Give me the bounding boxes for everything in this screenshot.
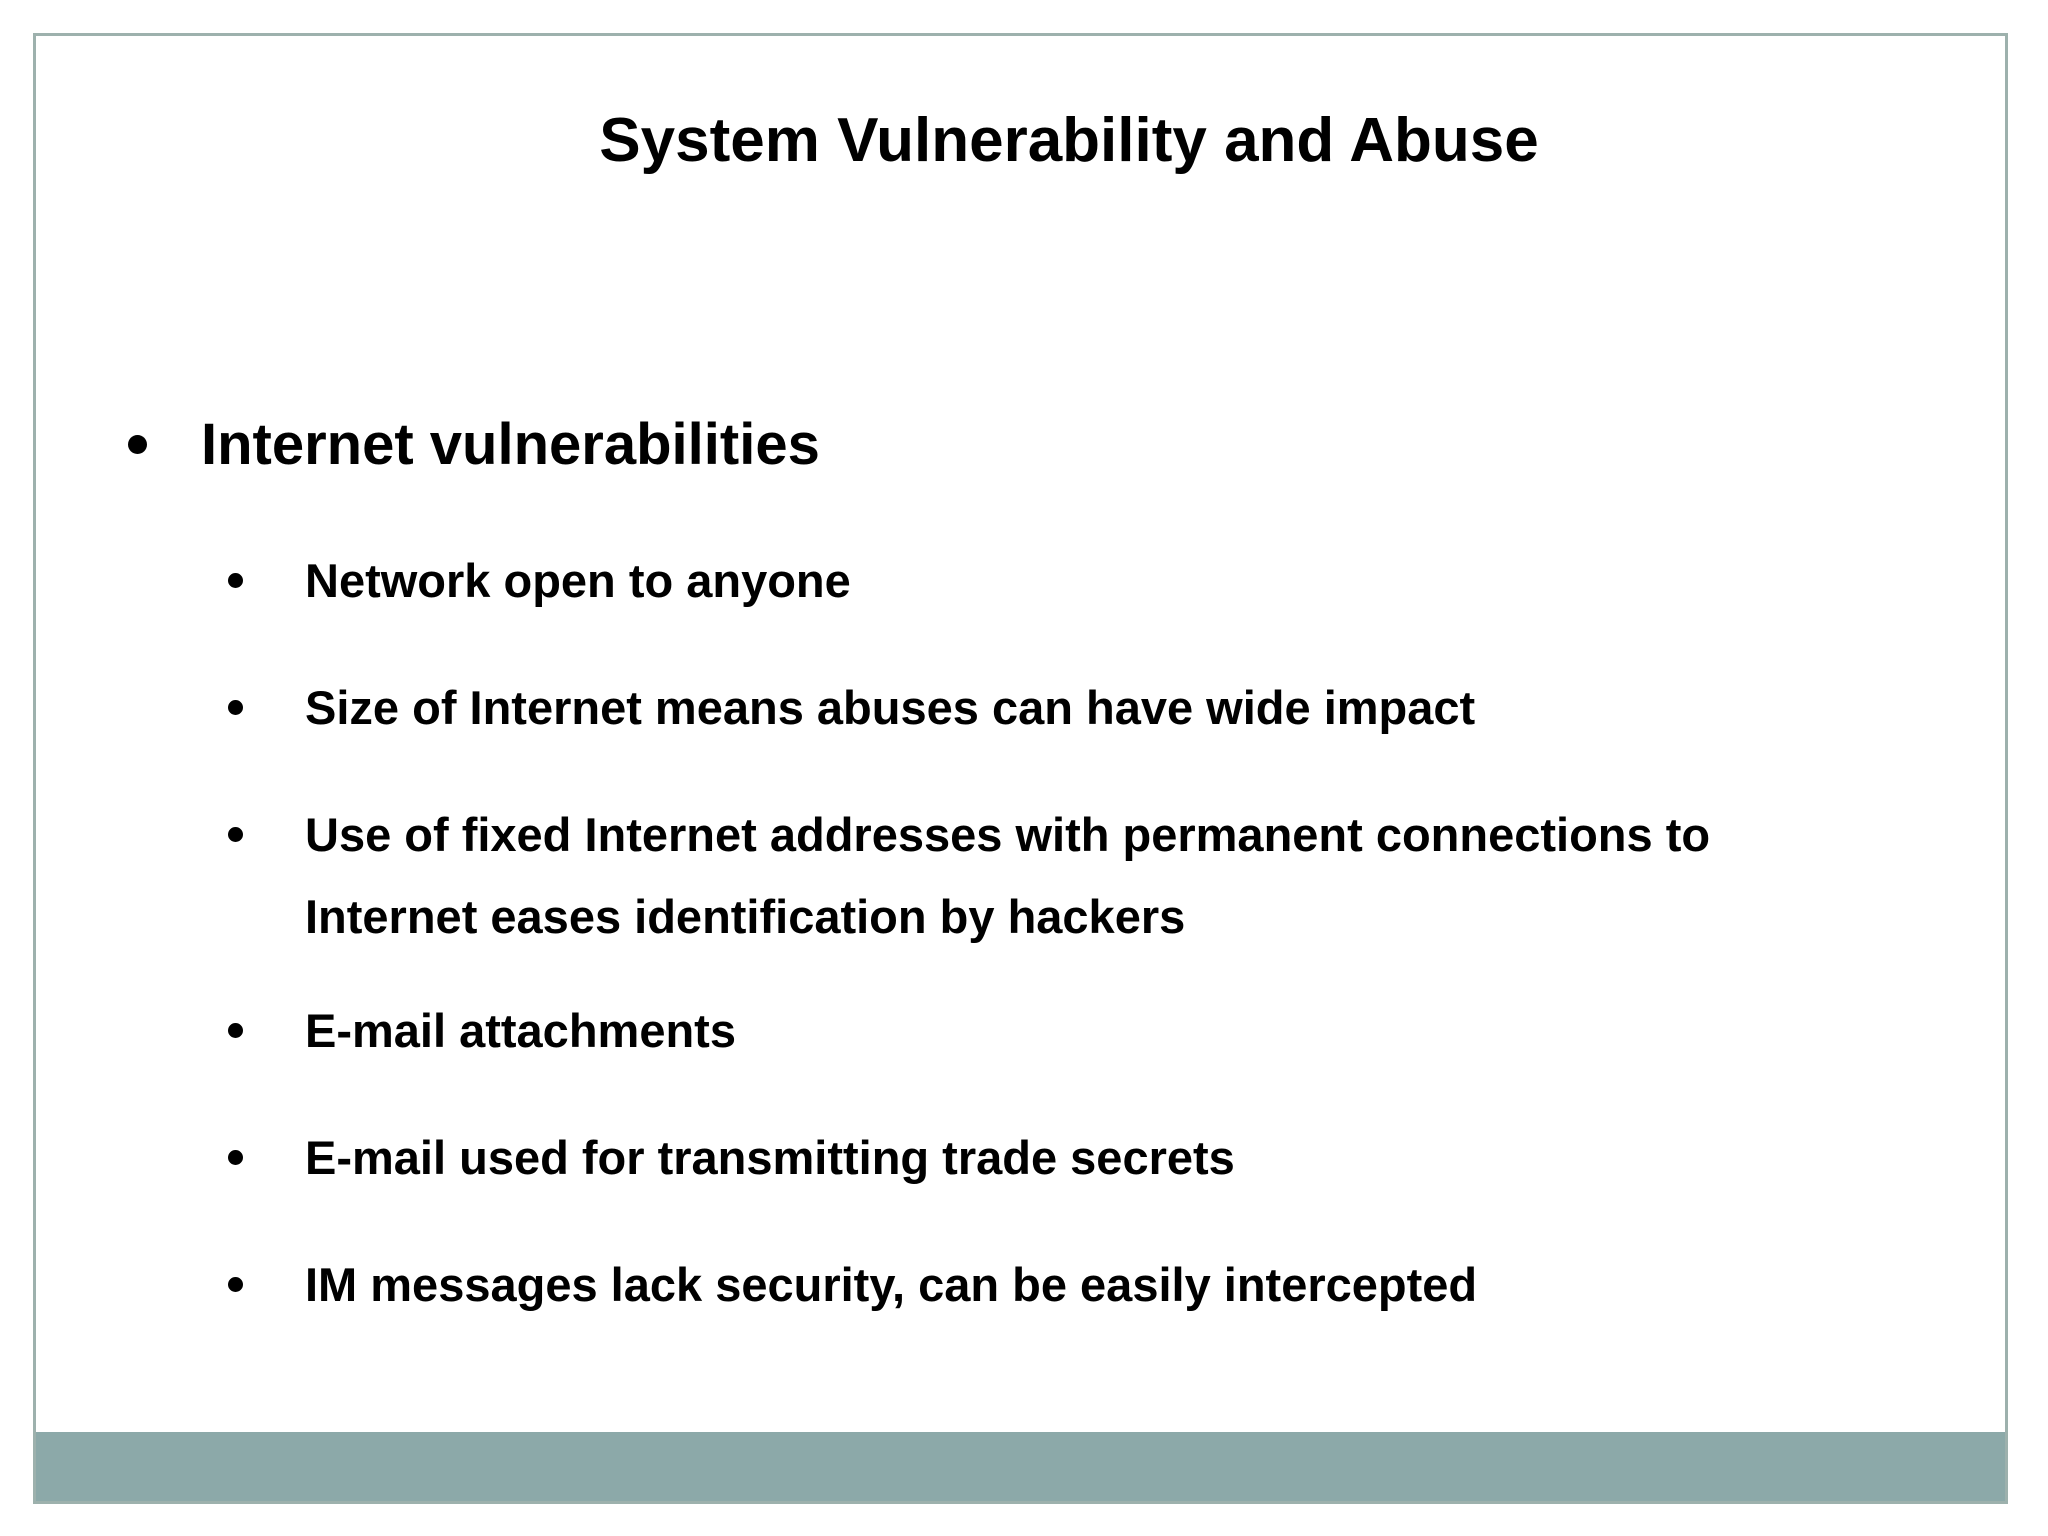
bullet-level2-item: IM messages lack security, can be easily… — [228, 1244, 1868, 1326]
bottom-accent-bar — [36, 1432, 2005, 1501]
bullet-level2-label: Size of Internet means abuses can have w… — [305, 681, 1476, 734]
bullet-level2-label: E-mail used for transmitting trade secre… — [305, 1131, 1235, 1184]
bullet-level2-item: Size of Internet means abuses can have w… — [228, 667, 1868, 749]
bullet-level2-list: Network open to anyone Size of Internet … — [228, 540, 1868, 1371]
bullet-level2-item: E-mail used for transmitting trade secre… — [228, 1117, 1868, 1199]
bullet-dot-icon — [228, 827, 243, 842]
bullet-level2-label: IM messages lack security, can be easily… — [305, 1258, 1478, 1311]
bullet-level1-item: Internet vulnerabilities — [128, 408, 820, 482]
bullet-level2-label: Use of fixed Internet addresses with per… — [305, 808, 1711, 943]
bullet-level1-label: Internet vulnerabilities — [201, 412, 820, 477]
bullet-dot-icon — [228, 700, 243, 715]
bullet-dot-icon — [128, 435, 147, 454]
bullet-level2-label: Network open to anyone — [305, 554, 851, 607]
bullet-dot-icon — [228, 1150, 243, 1165]
slide-frame — [33, 33, 2008, 1504]
slide-title-text: System Vulnerability and Abuse — [599, 106, 1539, 175]
bullet-dot-icon — [228, 1277, 243, 1292]
bullet-dot-icon — [228, 1023, 243, 1038]
bullet-level2-item: Network open to anyone — [228, 540, 1868, 622]
slide-title: System Vulnerability and Abuse — [0, 106, 2048, 176]
bullet-level2-label: E-mail attachments — [305, 1004, 736, 1057]
bullet-dot-icon — [228, 573, 243, 588]
bullet-level2-item: Use of fixed Internet addresses with per… — [228, 794, 1868, 958]
bullet-level2-item: E-mail attachments — [228, 990, 1868, 1072]
